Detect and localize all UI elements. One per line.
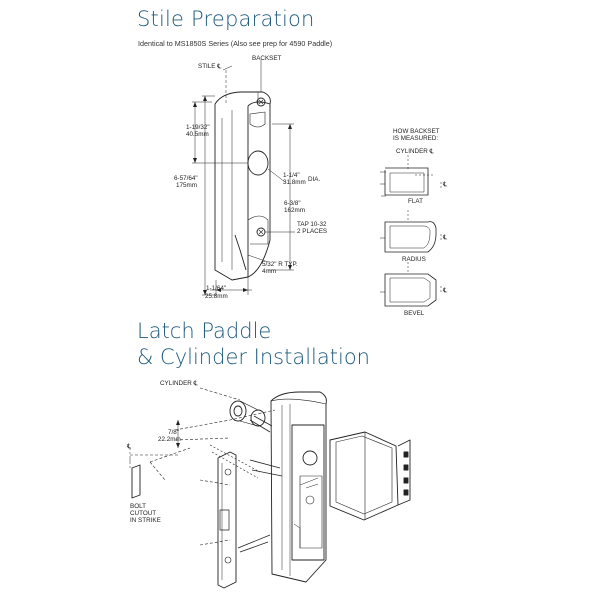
dimension-arrows <box>193 96 292 295</box>
tap-label: TAP 10-32 <box>297 221 327 228</box>
backset-type-flat: FLAT <box>408 198 423 205</box>
bolt-label-3: IN STRIKE <box>130 517 161 524</box>
bolt-label-2: CUTOUT <box>130 510 157 517</box>
dim1-mm: 40.5mm <box>186 131 209 138</box>
screws-upper <box>209 415 283 479</box>
dim1-inch: 1-19/32" <box>186 124 210 131</box>
backset-radius <box>380 210 442 253</box>
bolt-label-1: BOLT <box>130 503 146 510</box>
diameter-mm: 31.8mm <box>283 179 306 186</box>
latch-paddle-title: Latch Paddle <box>137 319 272 343</box>
radius-mm: 4mm <box>262 268 276 275</box>
dimension-lines <box>192 60 295 296</box>
places-label: 2 PLACES <box>297 228 328 235</box>
dim2-inch: 6-57/64" <box>174 175 198 182</box>
bevel-centerline: ℄ <box>443 287 448 294</box>
backset-diagrams <box>380 155 442 307</box>
install-diagram <box>129 387 411 589</box>
diameter-label: DIA. <box>308 176 321 183</box>
cylinder-centerline-label: CYLINDER ℄ <box>396 148 434 155</box>
flat-centerline: ℄ <box>443 181 448 188</box>
backset-heading-1: HOW BACKSET <box>393 128 440 135</box>
width-inch: 1-1/64" <box>206 285 227 292</box>
install-cylinder-centerline: CYLINDER ℄ <box>160 380 198 387</box>
cylinder-hole <box>247 150 269 176</box>
stile-centerline-label: STILE ℄ <box>198 63 222 70</box>
dim2-mm: 175mm <box>176 182 197 189</box>
strike-plate <box>217 451 237 589</box>
cylinder-installation-title: & Cylinder Installation <box>137 345 370 369</box>
radius-inch: 5/32" R TYP. <box>262 261 298 268</box>
backset-flat <box>380 155 442 197</box>
screws-lower <box>199 479 271 553</box>
stile-install <box>270 391 327 583</box>
width-mm: 25.8mm <box>205 293 228 300</box>
diameter-inch: 1-1/4" <box>283 172 300 179</box>
install-dim-inch: 7/8" <box>168 429 179 436</box>
backset-type-radius: RADIUS <box>402 256 426 263</box>
cylinder <box>229 400 266 427</box>
dim3-mm: 162mm <box>284 207 305 214</box>
stile-preparation-title: Stile Preparation <box>137 7 315 31</box>
install-dim-mm: 22.2mm <box>158 436 181 443</box>
backset-type-bevel: BEVEL <box>404 310 425 317</box>
install-centerline: ℄ <box>127 443 132 450</box>
bolt-cutout <box>129 458 141 499</box>
latch-paddle <box>329 431 411 521</box>
stile-body <box>214 91 271 281</box>
radius-centerline: ℄ <box>443 234 448 241</box>
tap-hole-top <box>256 97 266 107</box>
backset-bevel <box>380 262 442 307</box>
dim3-inch: 6-3/8" <box>284 200 301 207</box>
backset-heading-2: IS MEASURED: <box>393 135 439 142</box>
backset-label: BACKSET <box>252 55 282 62</box>
stile-preparation-subtitle: Identical to MS1850S Series (Also see pr… <box>138 39 333 48</box>
